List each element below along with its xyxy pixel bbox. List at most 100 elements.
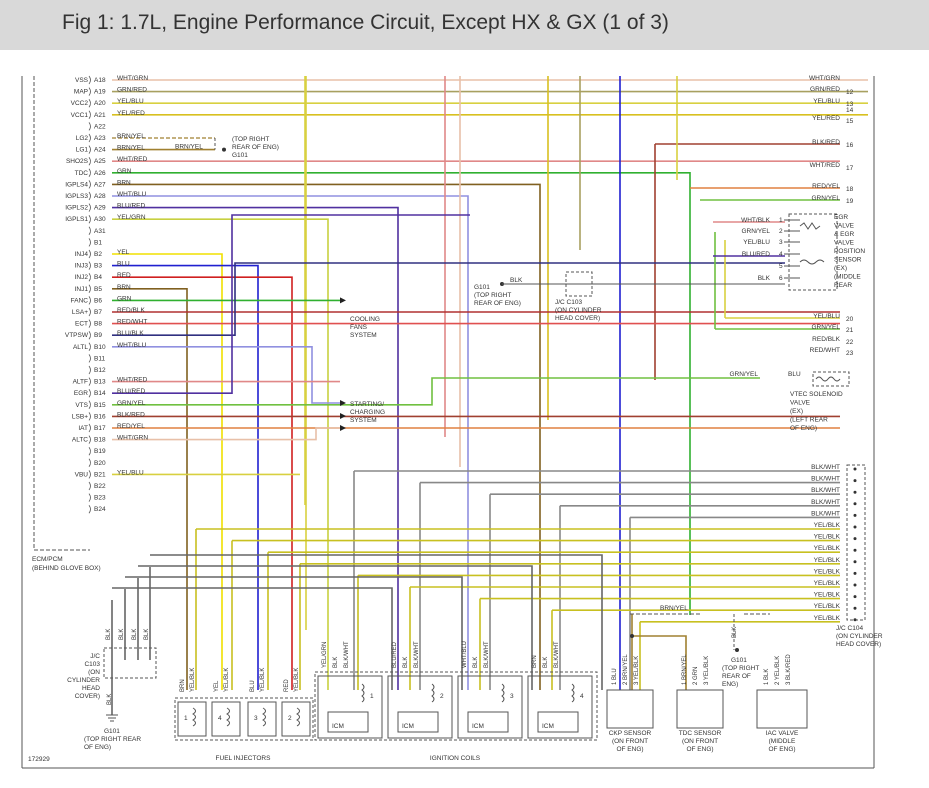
ground-label: (TOP RIGHT bbox=[232, 136, 269, 143]
injector-number: 3 bbox=[254, 715, 258, 722]
ecm-pin-bracket bbox=[88, 446, 91, 456]
jc104-label: (ON CYLINDER bbox=[836, 633, 883, 640]
ecm-signal-label: INJ1 bbox=[75, 286, 89, 293]
egr-wire-label: WHT/BLK bbox=[741, 217, 771, 224]
ecm-pin-bracket bbox=[88, 481, 91, 491]
ecm-wire-label: BLU/RED bbox=[117, 388, 145, 395]
signal-wire bbox=[112, 195, 469, 690]
coil-wire-label: BLK/WHT bbox=[484, 641, 490, 668]
coil-wire-label: BLK bbox=[473, 657, 479, 668]
connector-pin-number: 21 bbox=[846, 327, 854, 334]
connector-pin-number: 16 bbox=[846, 142, 854, 149]
ecm-pin-label: A25 bbox=[94, 158, 106, 165]
figure-id: 172929 bbox=[28, 756, 50, 763]
connector-pin-number: 22 bbox=[846, 339, 854, 346]
ecm-wire-label: GRN bbox=[117, 168, 132, 175]
egr-pin-number: 4 bbox=[779, 251, 783, 258]
injector-group bbox=[174, 697, 314, 741]
jc104-wire-label: BLK/WHT bbox=[811, 499, 840, 506]
jc104-wire-label: BLK/WHT bbox=[811, 476, 840, 483]
ecm-pin-bracket bbox=[88, 296, 91, 305]
jc103b-label: (ON bbox=[88, 669, 100, 676]
ground-label: ENG) bbox=[722, 681, 738, 688]
ecm-pin-label: B20 bbox=[94, 460, 106, 467]
connector-pin-number: 20 bbox=[846, 316, 854, 323]
jc-box bbox=[565, 271, 593, 297]
ground-id-label: G101 bbox=[104, 728, 120, 735]
ecm-signal-label: VSS bbox=[75, 77, 89, 84]
signal-wire bbox=[112, 206, 399, 690]
ecm-wire-label: WHT/BLU bbox=[117, 191, 147, 198]
ecm-signal-label: LSA+ bbox=[72, 309, 88, 316]
ecm-pin-label: A20 bbox=[94, 100, 106, 107]
egr-label: SENSOR bbox=[834, 257, 862, 264]
ecm-pin-label: A21 bbox=[94, 112, 106, 119]
ecm-wire-label: BRN bbox=[117, 179, 131, 186]
ecm-pin-bracket bbox=[88, 342, 91, 352]
ecm-signal-label: FANC bbox=[71, 297, 89, 304]
egr-wire-label: YEL/BLU bbox=[743, 239, 770, 246]
jc104-dot bbox=[853, 618, 857, 622]
icm-box bbox=[397, 711, 439, 733]
ecm-label: (BEHIND GLOVE BOX) bbox=[32, 565, 101, 572]
jc104-dot bbox=[853, 502, 857, 506]
injector-wire bbox=[112, 287, 188, 690]
signal-wire bbox=[112, 262, 785, 337]
coil-wire-label: BLK bbox=[543, 657, 549, 668]
cooling-fans-label: COOLING bbox=[350, 316, 380, 323]
injector-wire-label: YEL bbox=[214, 680, 220, 692]
ecm-pin-bracket bbox=[88, 122, 91, 131]
ecm-pin-bracket bbox=[88, 435, 91, 444]
jc104-dot bbox=[853, 490, 857, 494]
injector-wire-label: RED bbox=[284, 679, 290, 692]
jc103b-label: CYLINDER bbox=[67, 677, 100, 684]
iac-wire-label: 3 BLK/RED bbox=[786, 654, 792, 685]
ecm-pin-label: B1 bbox=[94, 239, 102, 246]
ground-label: G101 bbox=[232, 152, 248, 159]
ecm-pin-bracket bbox=[88, 504, 91, 514]
egr-label: (EX) bbox=[834, 265, 847, 272]
ecm-signal-label: IGPLS4 bbox=[65, 181, 88, 188]
jc104-dot bbox=[853, 513, 857, 517]
ecm-pin-bracket bbox=[88, 226, 91, 236]
ecm-pin-label: B5 bbox=[94, 286, 102, 293]
ckp-sensor-box bbox=[606, 689, 654, 729]
ecm-pin-bracket bbox=[88, 307, 91, 317]
tdc-wire-label: 3 YEL/BLK bbox=[704, 656, 710, 685]
egr-label: (MIDDLE bbox=[834, 274, 861, 281]
jc104-wire-label: YEL/BLK bbox=[814, 557, 841, 564]
ground-id-label: G101 bbox=[474, 284, 490, 291]
jc104-wire-label: YEL/BLK bbox=[814, 603, 841, 610]
icm-label: ICM bbox=[332, 723, 344, 730]
vtec-label: (LEFT REAR bbox=[790, 417, 828, 424]
iac-wire-label: 1 BLK bbox=[764, 669, 770, 685]
ecm-pin-bracket bbox=[88, 354, 91, 363]
ecm-pin-label: A18 bbox=[94, 77, 106, 84]
injector-coil bbox=[226, 707, 230, 727]
signal-wire bbox=[112, 218, 329, 690]
jc104-dot bbox=[853, 548, 857, 552]
jc104-dot bbox=[853, 583, 857, 587]
jc104-wire-label: YEL/BLK bbox=[814, 522, 841, 529]
egr-label: REAR bbox=[834, 282, 852, 289]
jc104-wire-label: BLK/WHT bbox=[811, 464, 840, 471]
ecm-signal-label: IGPLS2 bbox=[65, 205, 88, 212]
ecm-pin-bracket bbox=[88, 365, 91, 375]
ecm-wire-label: BRN/YEL bbox=[117, 133, 145, 140]
coil-number: 3 bbox=[510, 693, 514, 700]
connector-pin-number: 15 bbox=[846, 118, 854, 125]
ecm-pin-bracket bbox=[88, 458, 91, 468]
ecm-pin-label: A31 bbox=[94, 228, 106, 235]
ecm-pin-bracket bbox=[88, 412, 91, 421]
jc104-dot bbox=[853, 571, 857, 575]
ecm-pin-bracket bbox=[88, 319, 91, 328]
ckp-wire-label: 2 BRN/YEL bbox=[623, 654, 629, 685]
ecm-signal-label: ALTC bbox=[72, 437, 88, 444]
ecm-signal-label: VCC2 bbox=[71, 100, 89, 107]
ecm-wire-label: BLU/RED bbox=[117, 203, 145, 210]
injector-wire-label: YEL/BLK bbox=[224, 668, 230, 692]
ecm-pin-bracket bbox=[88, 423, 91, 433]
ecm-pin-label: A24 bbox=[94, 147, 106, 154]
icm-box bbox=[327, 711, 369, 733]
jc103-label: (ON CYLINDER bbox=[555, 307, 602, 314]
